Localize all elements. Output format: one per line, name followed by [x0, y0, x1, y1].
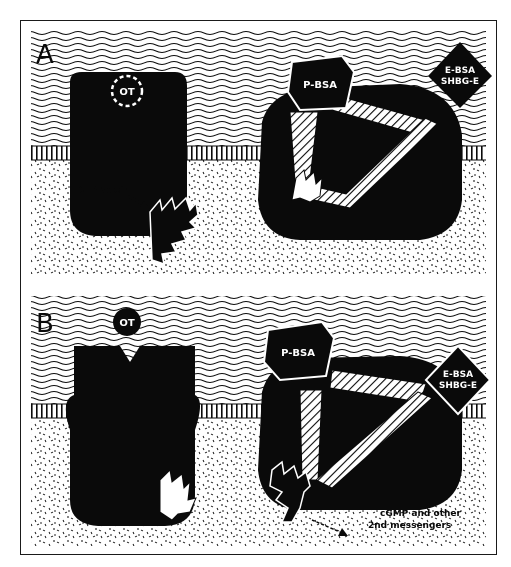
messenger-label-2: 2nd messengers — [368, 521, 451, 531]
ebsa-label-a-2: SHBG-E — [441, 77, 479, 87]
ot-label-b: OT — [119, 318, 135, 329]
messenger-label-1: cGMP and other — [380, 509, 461, 519]
ebsa-label-a-1: E-BSA — [445, 66, 475, 76]
panel-letter-b: B — [36, 309, 54, 339]
ot-label-a: OT — [119, 87, 135, 98]
panel-divider — [31, 274, 486, 296]
helix-b-1 — [300, 390, 322, 480]
panel-b: B OT P-BSA E-BSA SHBG-E cGMP and other 2… — [31, 296, 490, 546]
pbsa-label-a: P-BSA — [303, 80, 337, 91]
pbsa-label-b: P-BSA — [281, 348, 315, 359]
ebsa-label-b-1: E-BSA — [443, 370, 473, 380]
panel-a: A OT G Protein P-BSA E-BSA SHBG-E — [31, 31, 492, 274]
g-protein-label: G Protein — [78, 185, 131, 196]
ebsa-label-b-2: SHBG-E — [439, 381, 477, 391]
panel-letter-a: A — [36, 40, 54, 70]
